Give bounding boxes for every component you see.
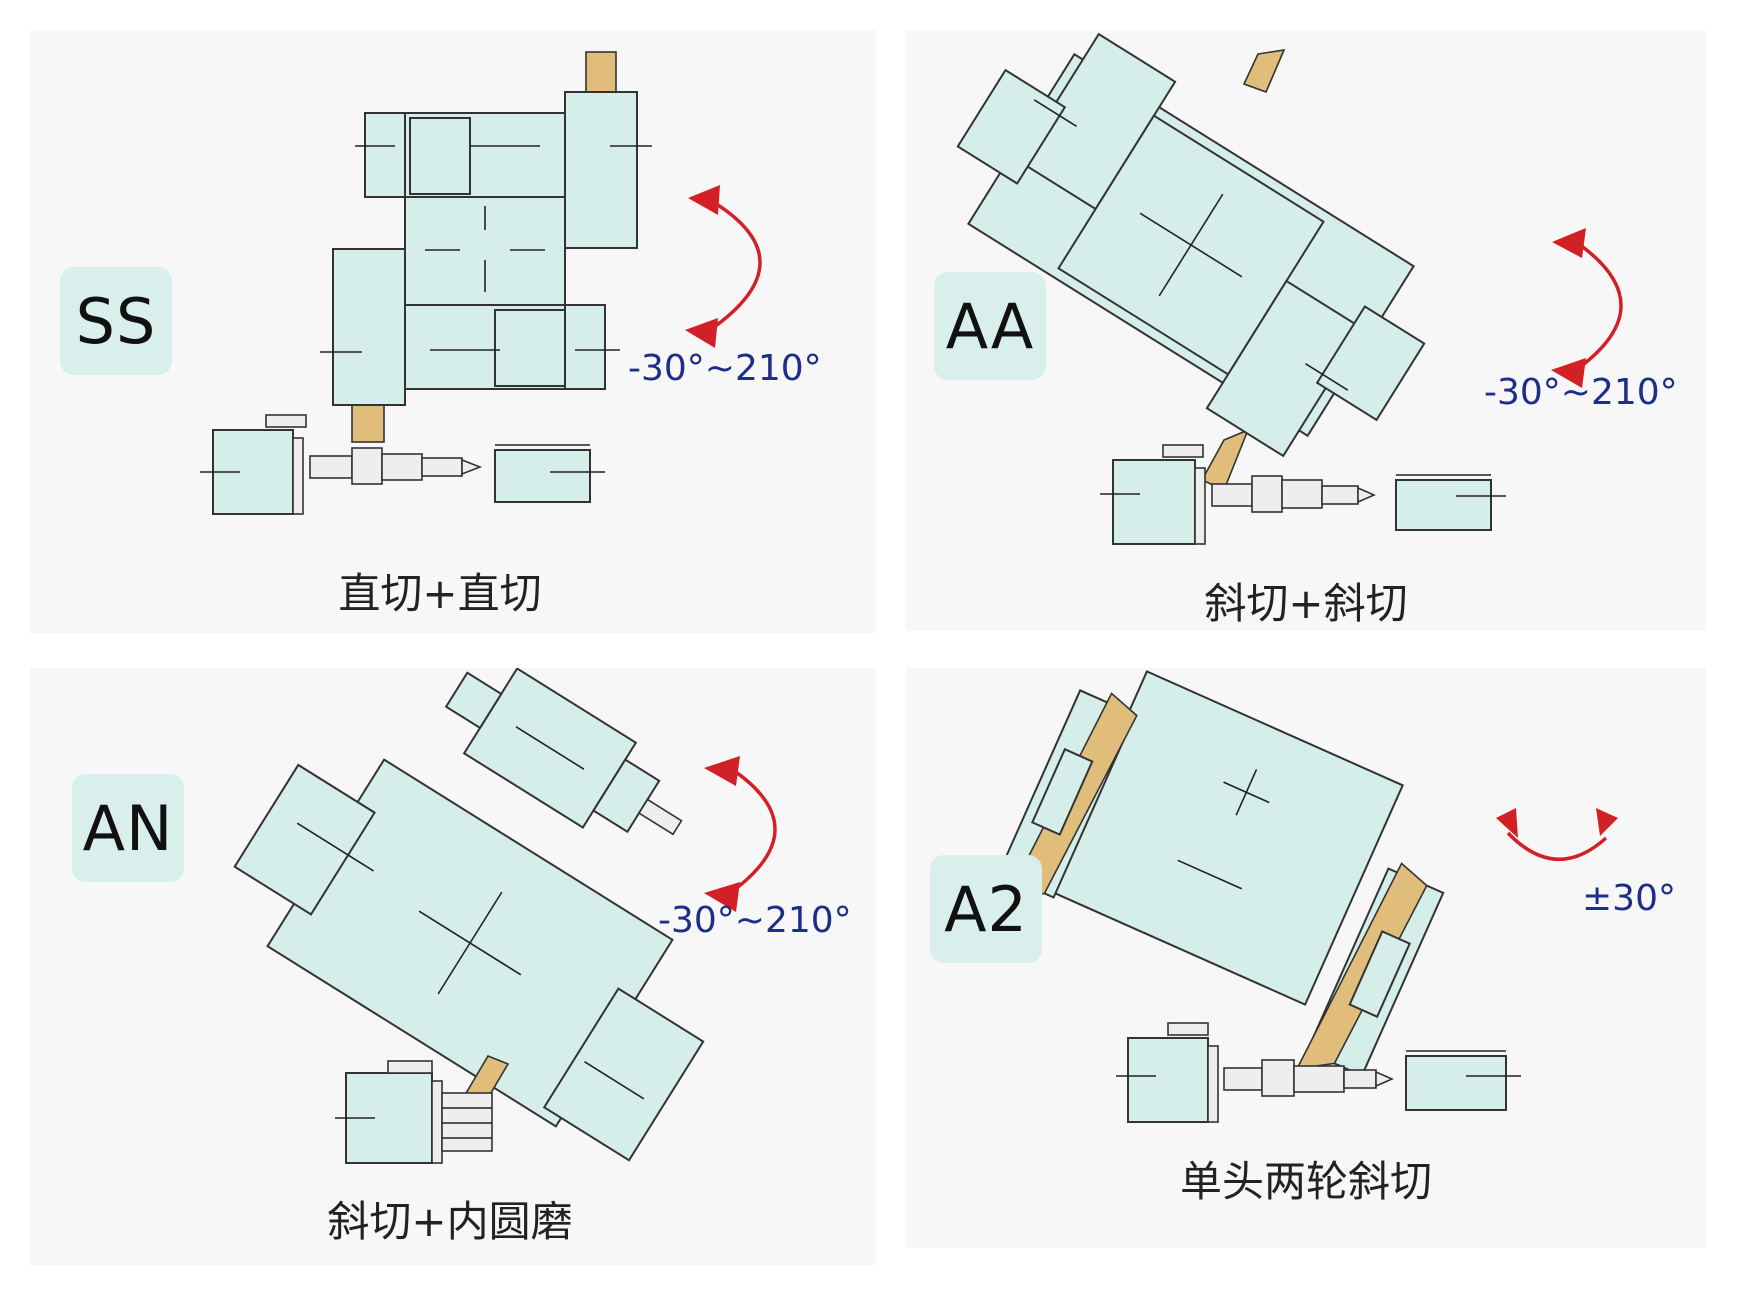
range-a2: ±30° <box>1582 878 1676 919</box>
caption-a2: 单头两轮斜切 <box>1179 1157 1432 1206</box>
panel-aa: AA -30°~210° 斜切+斜切 <box>906 30 1706 631</box>
an-machine-diagram <box>233 668 777 1164</box>
range-aa: -30°~210° <box>1484 372 1678 413</box>
badge-a2: A2 <box>930 855 1042 963</box>
range-ss: -30°~210° <box>628 348 822 389</box>
panel-ss: SS -30°~210° 直切+直切 <box>30 30 876 633</box>
badge-an: AN <box>72 774 184 882</box>
caption-aa: 斜切+斜切 <box>1204 579 1408 628</box>
panel-an: AN -30°~210° 斜切+内圆磨 <box>30 668 876 1265</box>
a2-machine-diagram <box>997 670 1618 1123</box>
caption-an: 斜切+内圆磨 <box>327 1197 573 1246</box>
badge-ss: SS <box>60 267 172 375</box>
caption-ss: 直切+直切 <box>338 569 542 618</box>
panel-a2: A2 ±30° 单头两轮斜切 <box>906 668 1706 1248</box>
badge-aa: AA <box>934 272 1046 380</box>
range-an: -30°~210° <box>658 900 852 941</box>
ss-machine-diagram <box>200 51 762 515</box>
aa-machine-diagram <box>956 32 1623 545</box>
